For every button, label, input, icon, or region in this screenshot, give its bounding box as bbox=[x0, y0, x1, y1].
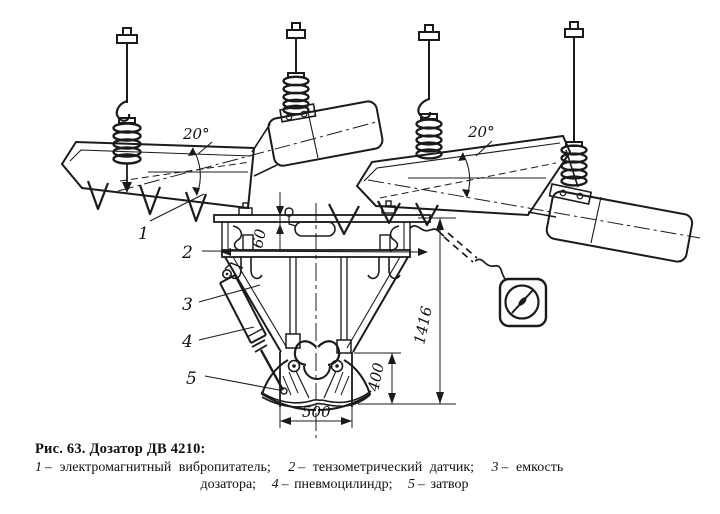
right-feeder-tray bbox=[328, 134, 579, 236]
clamshell-gate bbox=[260, 340, 372, 411]
dimension-frame-gap-60: 60 bbox=[248, 192, 284, 252]
angle-annotation-right: 20° bbox=[458, 123, 495, 198]
tray-rib bbox=[377, 200, 401, 225]
legend-text-3b: дозатора; bbox=[200, 477, 257, 492]
part-label-4: 4 bbox=[181, 332, 193, 352]
right-feeder-front-hanger bbox=[415, 24, 443, 160]
legend-text-2: – тензометрический датчик; bbox=[298, 460, 475, 475]
angle-label-right: 20° bbox=[467, 123, 495, 141]
left-feeder: 20° bbox=[60, 22, 384, 223]
legend-text-1: – электромагнитный вибропитатель; bbox=[45, 460, 271, 475]
part-label-2: 2 bbox=[181, 243, 193, 263]
angle-annotation-left: 20° bbox=[182, 125, 213, 196]
legend-line-1: 1– электромагнитный вибропитатель; 2– те… bbox=[35, 459, 687, 476]
legend-num-1: 1 bbox=[35, 460, 42, 475]
coil-spring bbox=[560, 144, 588, 187]
left-feeder-electromagnet-drive bbox=[267, 100, 384, 167]
frame-hook bbox=[232, 225, 243, 252]
frame-top-plate bbox=[213, 214, 431, 223]
legend-num-5: 5 bbox=[407, 477, 415, 492]
coil-spring bbox=[282, 75, 310, 116]
tray-rib bbox=[86, 180, 110, 211]
coil-spring bbox=[415, 118, 443, 160]
angle-label-left: 20° bbox=[182, 125, 210, 143]
hopper bbox=[224, 256, 409, 354]
pneumatic-cylinder bbox=[219, 262, 288, 395]
legend-line-2: дозатора; 4– пневмоцилиндр; 5– затвор bbox=[35, 476, 635, 493]
piston-rod bbox=[259, 349, 285, 391]
left-feeder-centerline bbox=[117, 120, 381, 192]
part-label-1: 1 bbox=[138, 224, 149, 244]
dimension-gate-height-400: 400 bbox=[354, 352, 401, 404]
tray-rib bbox=[138, 184, 162, 216]
legend-text-5: – затвор bbox=[417, 477, 469, 492]
dial-gauge bbox=[498, 277, 548, 328]
load-cell-sensor bbox=[294, 221, 336, 237]
part-label-3: 3 bbox=[182, 295, 193, 315]
tray-rib bbox=[184, 191, 208, 223]
hopper-rods bbox=[285, 257, 352, 354]
dim-label-400: 400 bbox=[364, 361, 388, 394]
dimension-gate-width-500: 500 bbox=[279, 403, 353, 428]
technical-drawing-dosator-dv4210: 20° bbox=[60, 21, 701, 438]
tray-rib bbox=[415, 202, 439, 227]
dim-label-1416: 1416 bbox=[410, 304, 436, 346]
legend-text-4: – пневмоцилиндр; bbox=[281, 477, 393, 492]
right-feeder-centerline bbox=[367, 179, 701, 239]
left-feeder-front-hanger bbox=[112, 27, 142, 193]
suspension-claws bbox=[229, 257, 401, 280]
dim-label-60: 60 bbox=[248, 227, 270, 250]
right-feeder: 20° bbox=[328, 21, 701, 263]
weigh-frame bbox=[213, 200, 431, 280]
legend-num-2: 2 bbox=[288, 460, 296, 475]
legend-num-4: 4 bbox=[271, 477, 279, 492]
dim-label-500: 500 bbox=[302, 403, 331, 421]
part-label-5: 5 bbox=[186, 369, 197, 389]
legend-num-3: 3 bbox=[491, 460, 499, 475]
left-feeder-rear-hanger bbox=[282, 22, 310, 116]
figure-caption-title: Рис. 63. Дозатор ДВ 4210: bbox=[35, 441, 206, 457]
part-callouts: 1 2 3 4 5 bbox=[138, 193, 428, 391]
discharge-spout bbox=[328, 203, 360, 236]
frame-hook bbox=[389, 225, 400, 252]
legend-text-3: – емкость bbox=[501, 460, 564, 475]
figure-caption: Рис. 63. Дозатор ДВ 4210: 1– электромагн… bbox=[35, 440, 687, 493]
bolt-icon bbox=[238, 200, 396, 216]
